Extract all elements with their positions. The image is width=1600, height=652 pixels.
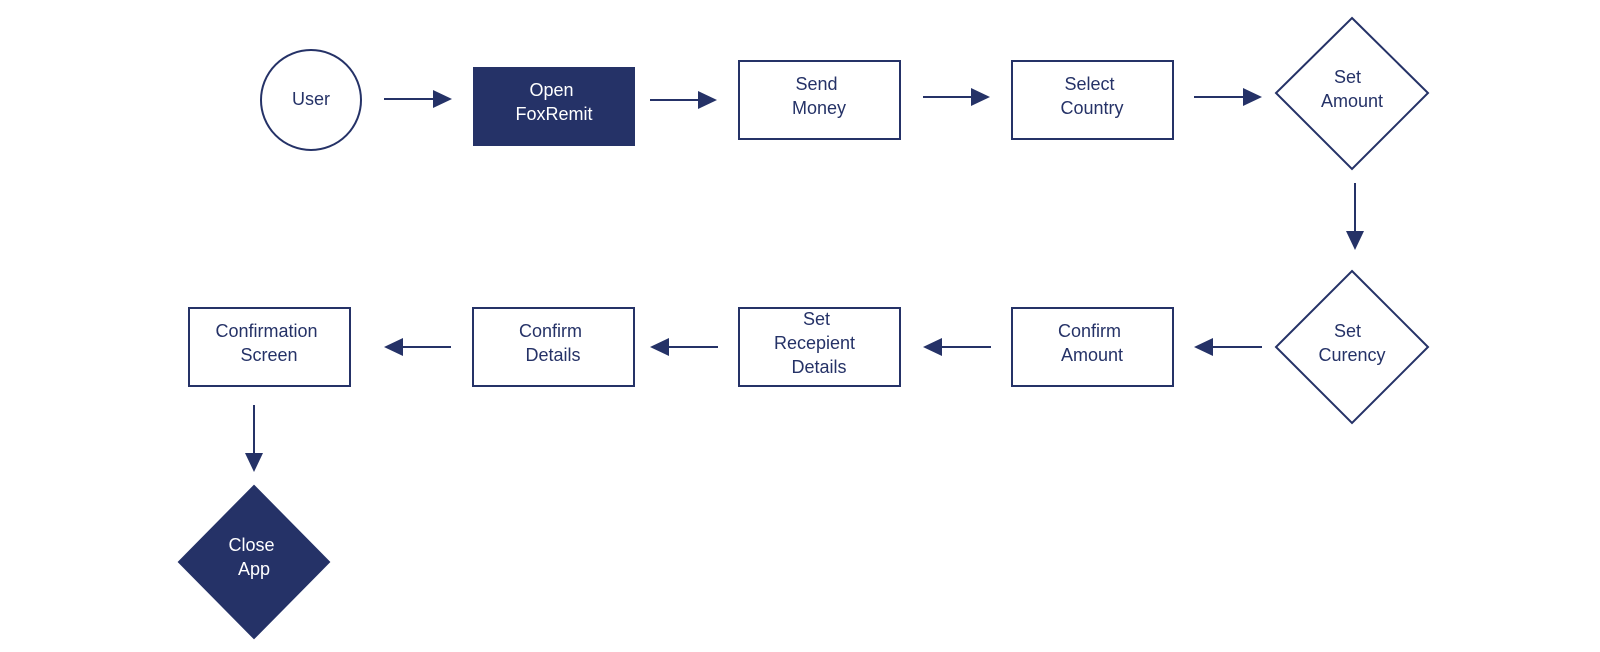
node-select-country: Select Country bbox=[1011, 60, 1174, 140]
node-confirmation-screen-line-2: Screen bbox=[240, 345, 297, 365]
node-confirm-details-line-1: Confirm bbox=[519, 321, 582, 341]
node-close-app-line-2: App bbox=[238, 559, 270, 579]
arrow-confirmation-screen-to-close-app bbox=[245, 405, 263, 472]
node-send-money-line-1: Send bbox=[795, 74, 837, 94]
arrow-select-country-to-set-amount bbox=[1194, 88, 1262, 106]
node-set-recepient-details-line-1: Set bbox=[803, 309, 830, 329]
node-select-country-line-1: Select bbox=[1064, 74, 1114, 94]
node-confirm-details-line-2: Details bbox=[525, 345, 580, 365]
arrow-set-amount-to-set-curency bbox=[1346, 183, 1364, 250]
node-close-app-line-1: Close bbox=[228, 535, 274, 555]
flowchart-nodes: User Open FoxRemit Send Money Select Cou… bbox=[177, 16, 1430, 640]
arrow-confirm-details-to-confirmation-screen bbox=[384, 338, 451, 356]
node-open-foxremit-line-2: FoxRemit bbox=[515, 104, 592, 124]
node-select-country-label: Select Country bbox=[1060, 74, 1123, 118]
node-set-recepient-details-line-2: Recepient bbox=[774, 333, 855, 353]
node-close-app: Close App bbox=[177, 484, 331, 640]
node-send-money: Send Money bbox=[738, 60, 901, 140]
node-user-line-1: User bbox=[292, 89, 330, 109]
node-open-foxremit-line-1: Open bbox=[529, 80, 573, 100]
arrow-set-curency-to-confirm-amount bbox=[1194, 338, 1262, 356]
node-set-amount-label: Set Amount bbox=[1321, 67, 1383, 111]
node-set-recepient-details-label: Set Recepient Details bbox=[774, 309, 860, 377]
arrow-set-recepient-details-to-confirm-details bbox=[650, 338, 718, 356]
node-set-curency-label: Set Curency bbox=[1318, 321, 1385, 365]
arrow-user-to-open-foxremit bbox=[384, 90, 452, 108]
node-send-money-line-2: Money bbox=[792, 98, 846, 118]
flowchart-edges bbox=[245, 88, 1364, 472]
node-set-curency-line-2: Curency bbox=[1318, 345, 1385, 365]
node-open-foxremit-label: Open FoxRemit bbox=[515, 80, 592, 124]
node-confirm-amount: Confirm Amount bbox=[1011, 307, 1174, 387]
node-set-recepient-details-line-3: Details bbox=[791, 357, 846, 377]
node-set-amount-line-1: Set bbox=[1334, 67, 1361, 87]
node-confirmation-screen: Confirmation Screen bbox=[188, 307, 351, 387]
node-confirmation-screen-label: Confirmation Screen bbox=[215, 321, 322, 365]
node-set-amount-line-2: Amount bbox=[1321, 91, 1383, 111]
node-set-curency: Set Curency bbox=[1274, 269, 1430, 425]
arrow-open-foxremit-to-send-money bbox=[650, 91, 717, 109]
node-user-label: User bbox=[292, 89, 330, 109]
node-set-curency-line-1: Set bbox=[1334, 321, 1361, 341]
node-confirm-details-label: Confirm Details bbox=[519, 321, 587, 365]
node-user: User bbox=[260, 49, 362, 151]
node-close-app-label: Close App bbox=[228, 535, 279, 579]
node-confirm-amount-label: Confirm Amount bbox=[1058, 321, 1126, 365]
node-confirm-amount-line-2: Amount bbox=[1061, 345, 1123, 365]
arrow-send-money-to-select-country bbox=[923, 88, 990, 106]
node-open-foxremit: Open FoxRemit bbox=[473, 67, 635, 146]
arrow-confirm-amount-to-set-recepient-details bbox=[923, 338, 991, 356]
node-send-money-label: Send Money bbox=[792, 74, 846, 118]
node-set-amount: Set Amount bbox=[1274, 16, 1430, 171]
node-confirm-amount-line-1: Confirm bbox=[1058, 321, 1121, 341]
node-confirmation-screen-line-1: Confirmation bbox=[215, 321, 317, 341]
node-set-recepient-details: Set Recepient Details bbox=[738, 307, 901, 387]
node-select-country-line-2: Country bbox=[1060, 98, 1123, 118]
node-confirm-details: Confirm Details bbox=[472, 307, 635, 387]
